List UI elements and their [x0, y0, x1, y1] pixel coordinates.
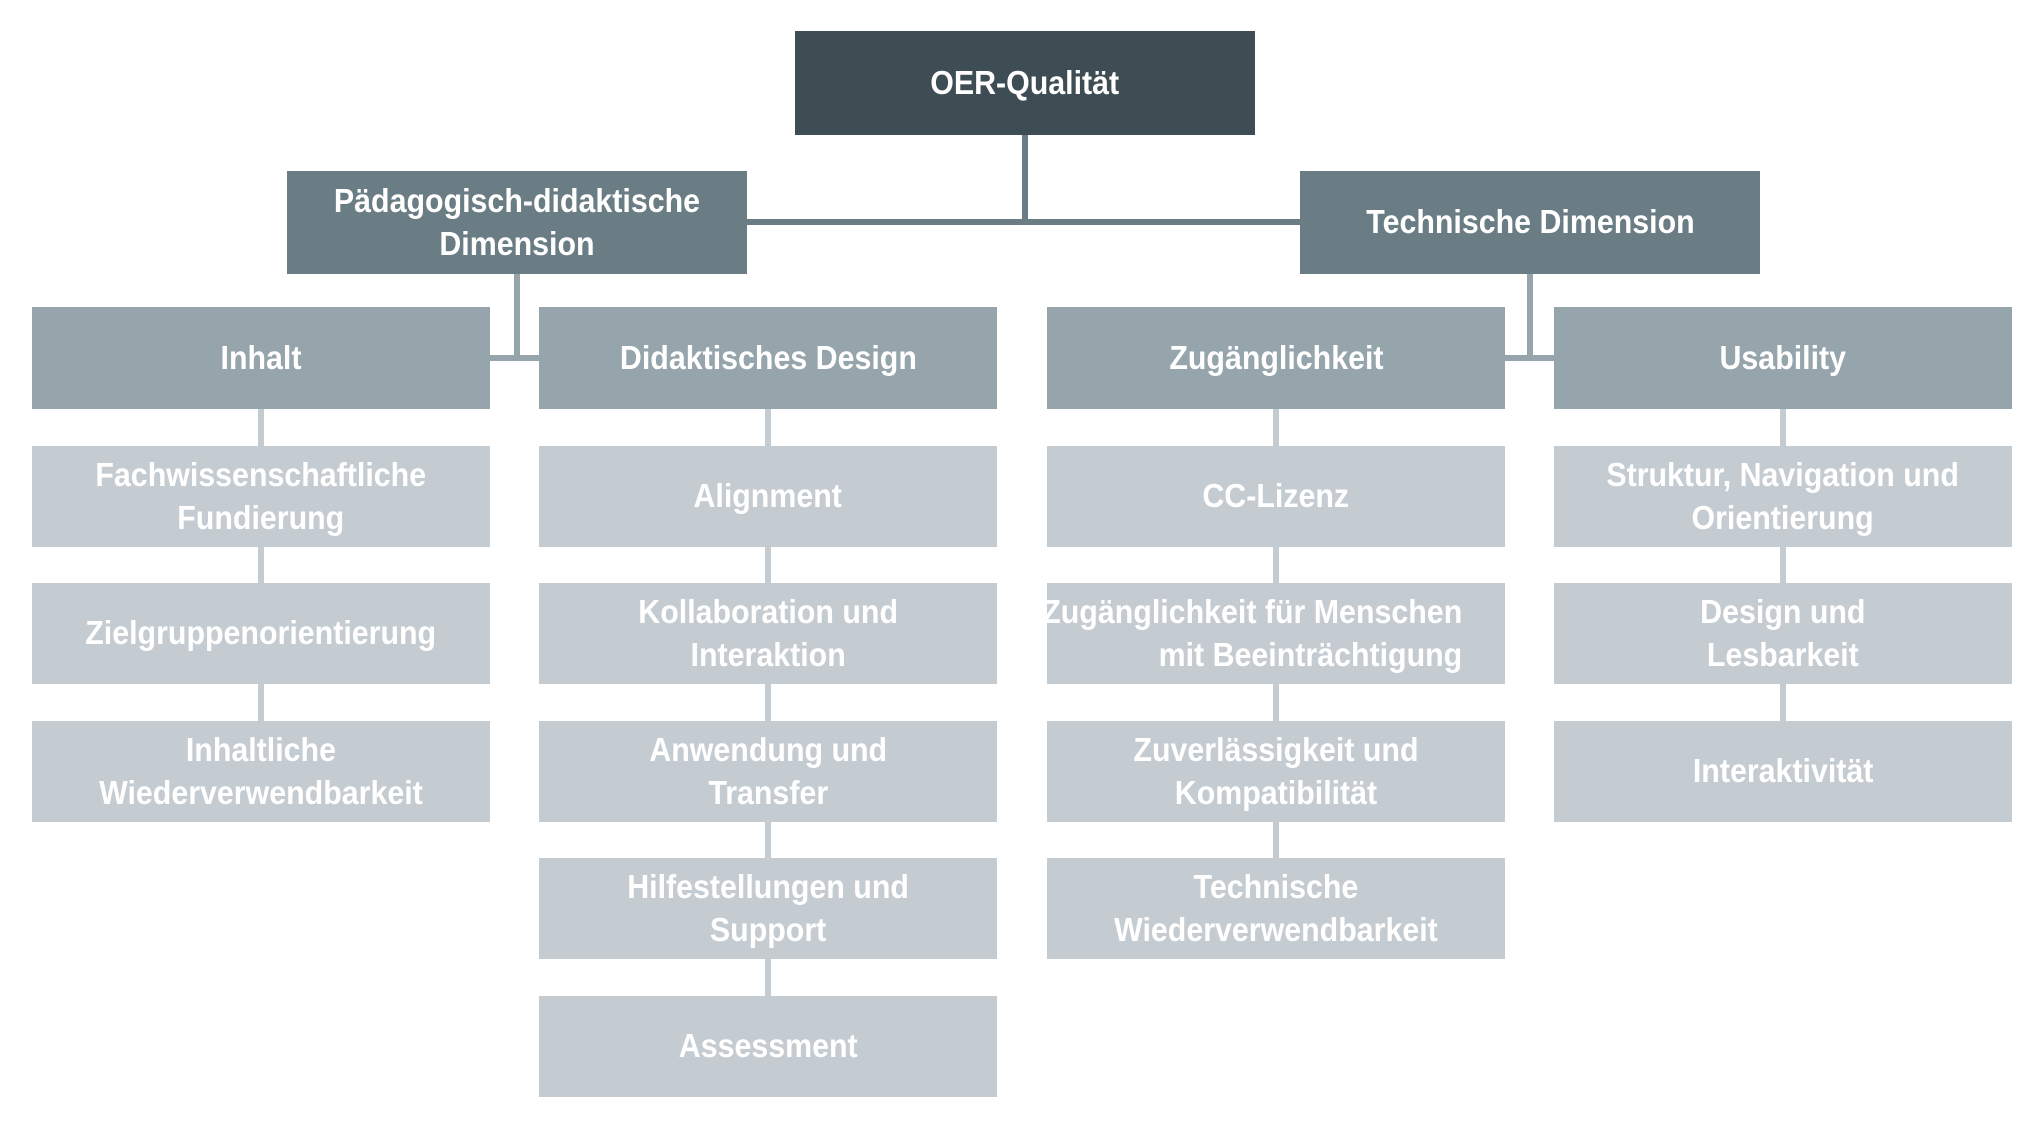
node-alignment: Alignment	[539, 446, 997, 547]
connector	[258, 547, 264, 583]
node-label: Pädagogisch-didaktische Dimension	[333, 181, 701, 262]
connector	[490, 355, 539, 361]
connector	[514, 274, 520, 361]
connector	[765, 409, 771, 446]
node-label: Interaktivität	[1692, 752, 1874, 790]
node-label: OER-Qualität	[930, 63, 1120, 101]
node-label: Struktur, Navigation und Orientierung	[1606, 455, 1960, 536]
node-label: Fachwissenschaftliche Fundierung	[95, 455, 427, 536]
node-label: Alignment	[693, 477, 843, 515]
node-label: Zugänglichkeit	[1168, 338, 1384, 376]
connector	[765, 822, 771, 858]
node-didaktisches-design: Didaktisches Design	[539, 307, 997, 409]
connector	[765, 684, 771, 721]
node-zielgruppenorientierung: Zielgruppenorientierung	[32, 583, 490, 684]
node-zugaenglichkeit-fuer-menschen-mit-beeintraechtigung: Zugänglichkeit für Menschen mit Beeinträ…	[1043, 583, 1505, 684]
node-label: Zugänglichkeit für Menschen mit Beeinträ…	[1042, 592, 1463, 673]
node-label: Inhalt	[220, 338, 302, 376]
node-label: Usability	[1719, 338, 1847, 376]
node-usability: Usability	[1554, 307, 2012, 409]
connector	[1273, 822, 1279, 858]
connector	[258, 684, 264, 721]
connector	[765, 959, 771, 996]
node-zugaenglichkeit: Zugänglichkeit	[1047, 307, 1505, 409]
node-paedagogisch-didaktische-dimension: Pädagogisch-didaktische Dimension	[287, 171, 747, 274]
node-fachwissenschaftliche-fundierung: Fachwissenschaftliche Fundierung	[32, 446, 490, 547]
connector	[1273, 547, 1279, 583]
node-label: Technische Wiederverwendbarkeit	[1114, 867, 1438, 948]
node-inhalt: Inhalt	[32, 307, 490, 409]
node-label: Assessment	[678, 1027, 858, 1065]
node-label: Zuverlässigkeit und Kompatibilität	[1133, 730, 1419, 811]
connector	[1780, 409, 1786, 446]
node-kollaboration-und-interaktion: Kollaboration und Interaktion	[539, 583, 997, 684]
node-label: Inhaltliche Wiederverwendbarkeit	[99, 730, 423, 811]
node-label: Hilfestellungen und Support	[627, 867, 909, 948]
connector	[258, 409, 264, 446]
connector	[1505, 355, 1554, 361]
connector	[1273, 409, 1279, 446]
connector	[1527, 274, 1533, 361]
node-oer-qualitaet: OER-Qualität	[795, 31, 1255, 135]
node-assessment: Assessment	[539, 996, 997, 1097]
node-design-und-lesbarkeit: Design und Lesbarkeit	[1554, 583, 2012, 684]
node-label: Zielgruppenorientierung	[85, 614, 437, 652]
connector	[1273, 684, 1279, 721]
node-inhaltliche-wiederverwendbarkeit: Inhaltliche Wiederverwendbarkeit	[32, 721, 490, 822]
node-struktur-navigation-und-orientierung: Struktur, Navigation und Orientierung	[1554, 446, 2012, 547]
node-technische-dimension: Technische Dimension	[1300, 171, 1760, 274]
connector	[747, 219, 1300, 225]
node-zuverlaessigkeit-und-kompatibilitaet: Zuverlässigkeit und Kompatibilität	[1047, 721, 1505, 822]
connector	[1780, 684, 1786, 721]
node-cc-lizenz: CC-Lizenz	[1047, 446, 1505, 547]
connector	[1780, 547, 1786, 583]
node-label: CC-Lizenz	[1202, 477, 1350, 515]
node-hilfestellungen-und-support: Hilfestellungen und Support	[539, 858, 997, 959]
connector	[1022, 135, 1028, 222]
node-label: Didaktisches Design	[619, 338, 917, 376]
connector	[765, 547, 771, 583]
node-label: Anwendung und Transfer	[649, 730, 887, 811]
node-technische-wiederverwendbarkeit: Technische Wiederverwendbarkeit	[1047, 858, 1505, 959]
node-label: Kollaboration und Interaktion	[638, 592, 898, 673]
node-label: Design und Lesbarkeit	[1700, 592, 1866, 673]
node-label: Technische Dimension	[1365, 203, 1695, 241]
node-interaktivitaet: Interaktivität	[1554, 721, 2012, 822]
node-anwendung-und-transfer: Anwendung und Transfer	[539, 721, 997, 822]
